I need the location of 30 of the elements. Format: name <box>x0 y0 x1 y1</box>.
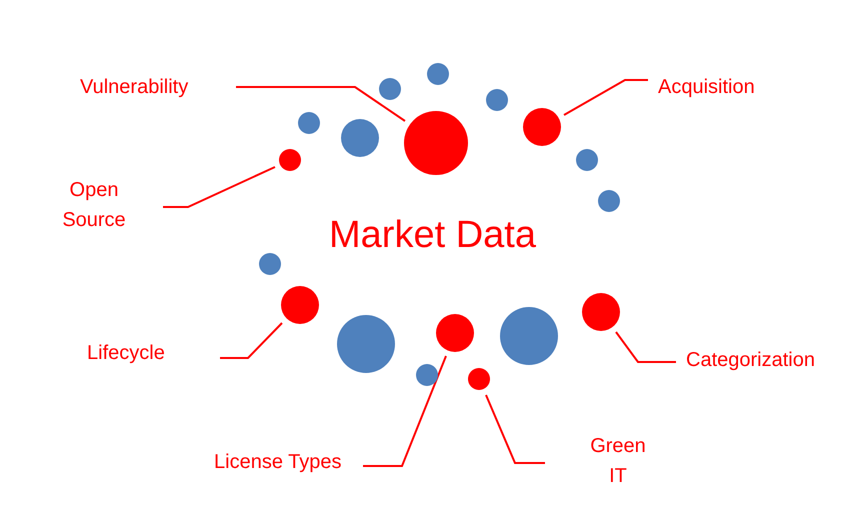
leader-line <box>615 331 676 363</box>
dot <box>341 119 379 157</box>
leader-line <box>363 356 447 467</box>
dot <box>427 63 449 85</box>
highlight-dot <box>523 108 561 146</box>
leader-line <box>220 322 283 359</box>
dot <box>298 112 320 134</box>
callout-label: Green IT <box>582 431 654 491</box>
callout-label: License Types <box>214 447 342 477</box>
leader-line <box>485 394 545 464</box>
highlight-dot <box>582 293 620 331</box>
highlight-dot <box>468 368 490 390</box>
leader-line <box>163 166 276 208</box>
dot <box>576 149 598 171</box>
leader-line <box>564 79 648 116</box>
callout-label: Lifecycle <box>87 338 165 368</box>
leader-line <box>236 86 406 122</box>
highlight-dot <box>279 149 301 171</box>
dot <box>379 78 401 100</box>
callout-label: Vulnerability <box>80 72 188 102</box>
dot <box>598 190 620 212</box>
callout-label: Acquisition <box>658 72 755 102</box>
dot <box>259 253 281 275</box>
highlight-dot <box>436 314 474 352</box>
dot <box>416 364 438 386</box>
dot <box>486 89 508 111</box>
callout-label: Categorization <box>686 345 815 375</box>
highlight-dot <box>281 286 319 324</box>
callout-label: Open Source <box>52 175 136 235</box>
center-title: Market Data <box>329 213 536 258</box>
